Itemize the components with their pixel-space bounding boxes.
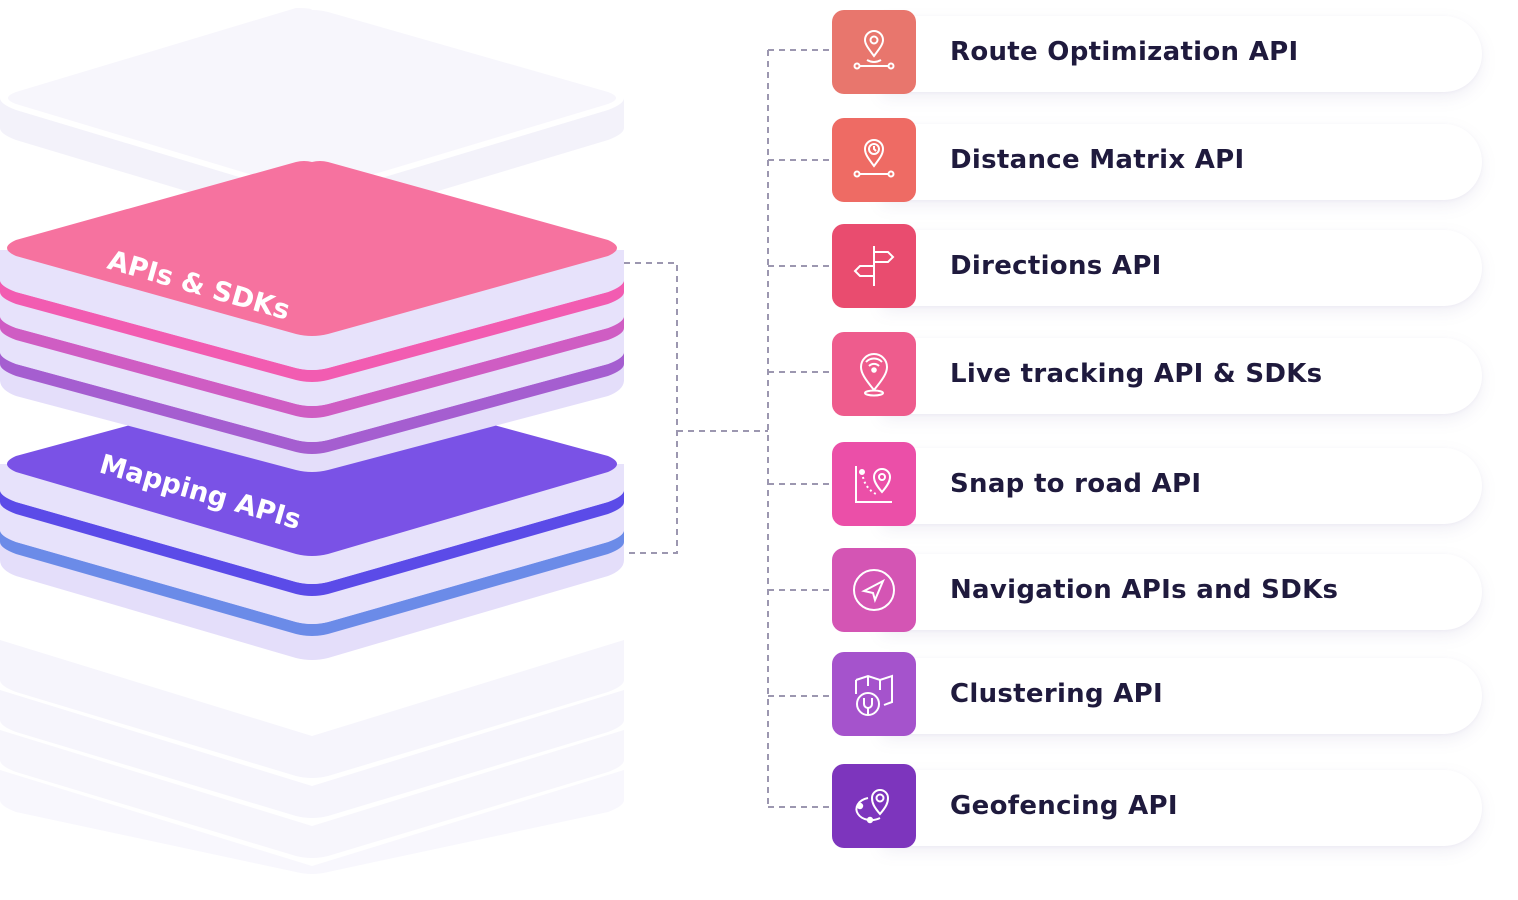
api-card <box>882 770 1482 846</box>
api-label: Navigation APIs and SDKs <box>950 575 1339 605</box>
connector-lines <box>624 49 832 808</box>
api-item-navigation: Navigation APIs and SDKs <box>832 548 1482 632</box>
distance-matrix-icon <box>832 118 916 202</box>
clustering-icon <box>832 652 916 736</box>
live-tracking-icon <box>832 332 916 416</box>
api-label: Snap to road API <box>950 469 1202 499</box>
snap-to-road-icon <box>832 442 916 526</box>
api-card <box>882 448 1482 524</box>
api-card <box>882 124 1482 200</box>
route-optimization-icon <box>832 10 916 94</box>
api-card <box>882 554 1482 630</box>
apis-sdks-layer <box>0 161 624 472</box>
api-card <box>882 658 1482 734</box>
geofencing-icon <box>832 764 916 848</box>
api-item-geofencing: Geofencing API <box>832 764 1482 848</box>
api-card <box>882 16 1482 92</box>
api-item-live-tracking: Live tracking API & SDKs <box>832 332 1482 416</box>
api-item-snap-to-road: Snap to road API <box>832 442 1482 526</box>
api-label: Route Optimization API <box>950 37 1299 67</box>
api-card <box>882 338 1482 414</box>
api-label: Geofencing API <box>950 791 1178 821</box>
api-label: Live tracking API & SDKs <box>950 359 1323 389</box>
api-label: Directions API <box>950 251 1162 281</box>
api-item-clustering: Clustering API <box>832 652 1482 736</box>
navigation-icon <box>832 548 916 632</box>
api-label: Distance Matrix API <box>950 145 1245 175</box>
api-item-distance-matrix: Distance Matrix API <box>832 118 1482 202</box>
api-card <box>882 230 1482 306</box>
api-item-route-optimization: Route Optimization API <box>832 10 1482 94</box>
api-label: Clustering API <box>950 679 1163 709</box>
faded-layers-bottom <box>0 640 624 874</box>
signpost-icon <box>832 224 916 308</box>
api-item-directions: Directions API <box>832 224 1482 308</box>
